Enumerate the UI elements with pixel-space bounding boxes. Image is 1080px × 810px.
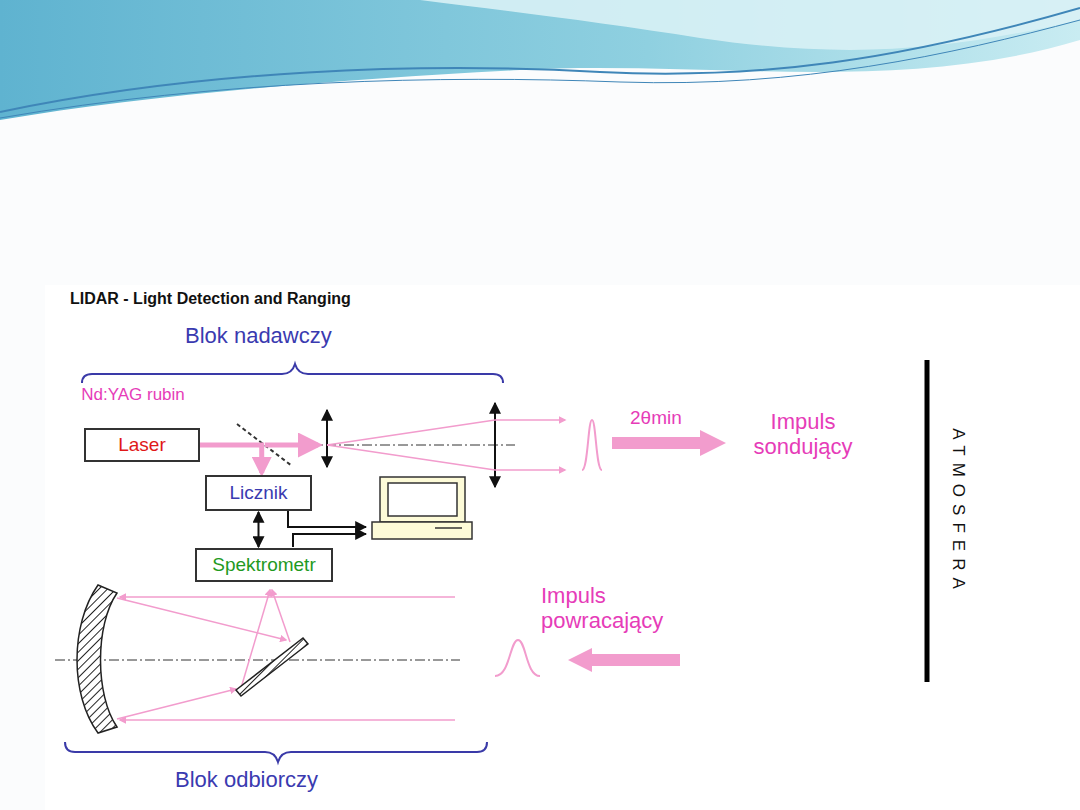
block-heading: Blok nadawczy [185, 324, 332, 349]
diagram-title: LIDAR - Light Detection and Ranging [70, 290, 351, 308]
block-heading: Blok odbiorczy [175, 768, 318, 793]
connector-arrow [200, 445, 262, 473]
node-text: Licznik [229, 483, 287, 504]
connector-arrow [258, 512, 260, 547]
counter-box: Licznik [205, 475, 312, 511]
divergence-angle: 2θmin [630, 407, 682, 428]
node-text: Laser [118, 435, 166, 456]
laser-box: Laser [84, 428, 200, 462]
pulse-label: Impuls sondujący [728, 410, 878, 459]
pulse-label: Impuls powracający [541, 584, 721, 633]
laser-type: Nd:YAG rubin [78, 385, 188, 404]
spectrometer-box: Spektrometr [195, 548, 333, 582]
node-text: Spektrometr [212, 555, 315, 576]
atmosphere-label: ATMOSFERA [948, 428, 967, 596]
